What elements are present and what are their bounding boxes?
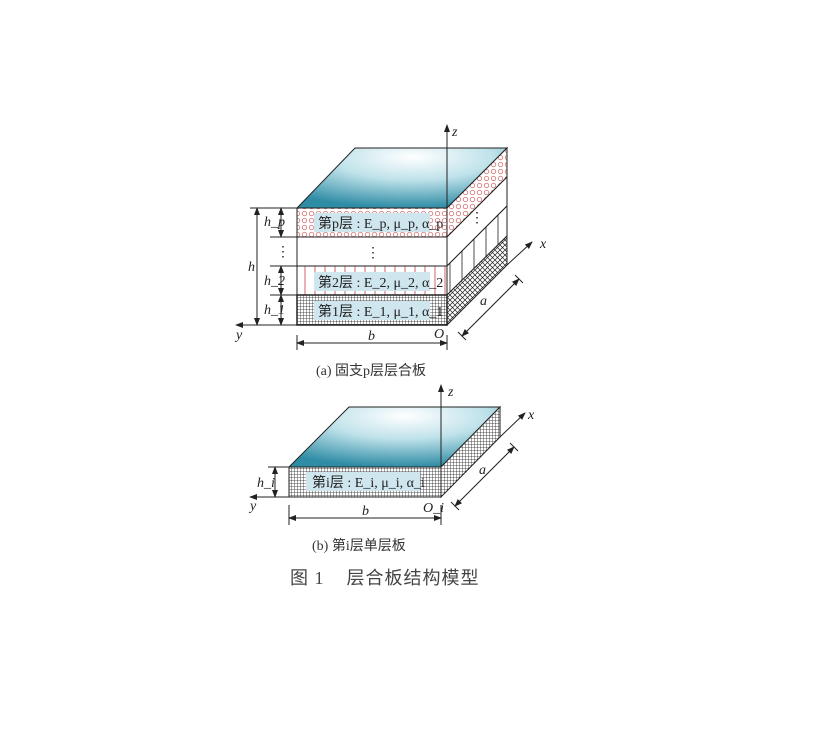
thickness-dimensions [250, 207, 524, 350]
h1-label: h_1 [264, 303, 285, 318]
z-label: z [451, 125, 458, 140]
h-dots-label: ⋮ [276, 245, 290, 260]
figure-title: 图 1 层合板结构模型 [290, 568, 480, 588]
origin-label: O_i [423, 501, 444, 516]
layer-dots-label: ⋮ [366, 246, 380, 261]
b-label: b [368, 329, 375, 344]
figure-a: ⋮ 第p层 : E_p, μ_p, α_p ⋮ 第2层 : E_2, μ_2, … [234, 124, 547, 379]
x-axis [499, 412, 526, 438]
dimensions [268, 442, 519, 525]
z-label: z [447, 385, 454, 400]
figure-b: 第i层 : E_i, μ_i, α_i z y x O_i h_i b a (b… [248, 384, 535, 554]
layer-i-label: 第i层 : E_i, μ_i, α_i [312, 474, 425, 491]
a-label: a [480, 294, 487, 309]
layer-1-label: 第1层 : E_1, μ_1, α_1 [318, 303, 443, 320]
hi-label: h_i [257, 476, 275, 491]
y-label: y [234, 328, 243, 343]
origin-label: O [434, 327, 444, 342]
layer-p-label: 第p层 : E_p, μ_p, α_p [318, 215, 443, 232]
h2-label: h_2 [264, 274, 285, 289]
side-dots: ⋮ [470, 211, 484, 226]
x-label: x [539, 237, 547, 252]
a-label: a [479, 463, 486, 478]
x-label: x [527, 408, 535, 423]
caption-a: (a) 固支p层层合板 [316, 363, 426, 379]
layer-2-label: 第2层 : E_2, μ_2, α_2 [318, 274, 443, 291]
layer-dots [296, 236, 448, 267]
caption-b: (b) 第i层单层板 [312, 537, 406, 554]
b-label: b [362, 504, 369, 519]
y-label: y [248, 499, 257, 514]
hp-label: h_p [264, 215, 285, 230]
h-label: h [248, 260, 255, 275]
x-axis [506, 241, 533, 266]
